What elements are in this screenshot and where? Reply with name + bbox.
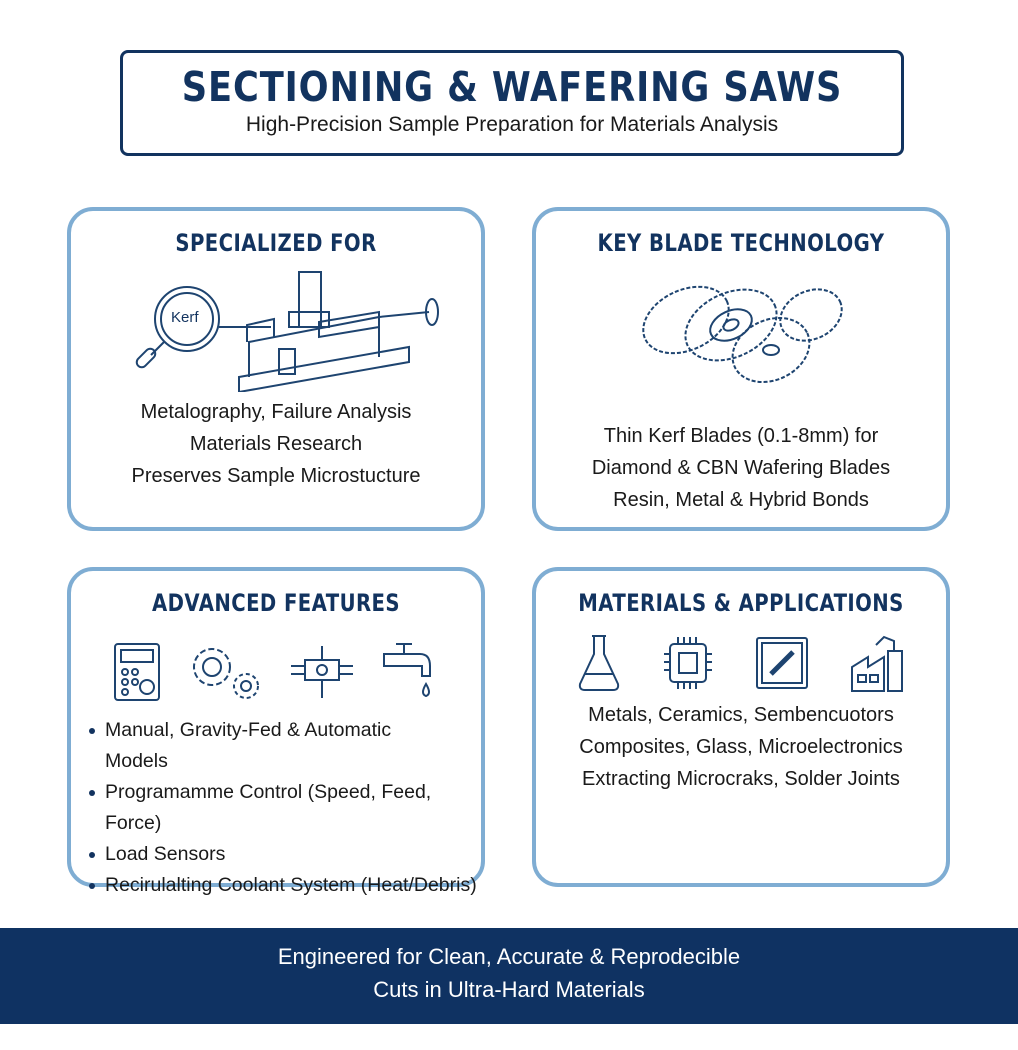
footer-banner: Engineered for Clean, Accurate & Reprode… xyxy=(0,928,1018,1024)
card-title: SPECIALIZED FOR xyxy=(175,229,377,257)
glass-panel-icon xyxy=(755,637,808,689)
advanced-features-card: ADVANCED FEATURES Manual, Gravity-Fed & … xyxy=(67,567,485,896)
flask-icon xyxy=(578,635,619,691)
text-line: Composites, Glass, Microelectronics xyxy=(579,736,903,758)
magnifier-icon xyxy=(135,286,220,369)
card-title: KEY BLADE TECHNOLOGY xyxy=(597,229,885,257)
materials-applications-card: MATERIALS & APPLICATIONS Metals, Ceramic… xyxy=(532,567,950,887)
title-box: SECTIONING & WAFERING SAWS High-Precisio… xyxy=(120,50,904,156)
specialized-for-card: SPECIALIZED FOR Kerf Metalography, Failu… xyxy=(67,207,485,531)
text-line: Thin Kerf Blades (0.1-8mm) for xyxy=(603,425,879,447)
text-line: Diamond & CBN Wafering Blades xyxy=(591,457,891,479)
text-line: Extracting Microcraks, Solder Joints xyxy=(582,768,900,790)
page-subtitle: High-Precision Sample Preparation for Ma… xyxy=(245,113,779,136)
text-line: Metals, Ceramics, Sembencuotors xyxy=(588,704,894,726)
saw-machine-icon xyxy=(219,271,439,392)
gears-icon xyxy=(192,648,259,699)
card-title: MATERIALS & APPLICATIONS xyxy=(578,589,904,617)
coolant-tap-icon xyxy=(382,643,431,698)
card-title: ADVANCED FEATURES xyxy=(152,589,400,617)
key-blade-technology-card: KEY BLADE TECHNOLOGY Thin Kerf Blades (0… xyxy=(532,207,950,531)
text-line: Preserves Sample Microstucture xyxy=(131,465,421,487)
text-line: Metalography, Failure Analysis xyxy=(140,401,412,423)
text-line: Materials Research xyxy=(189,433,363,455)
page-title: SECTIONING & WAFERING SAWS xyxy=(181,63,843,111)
load-sensor-icon xyxy=(290,646,353,698)
footer-line-2: Cuts in Ultra-Hard Materials xyxy=(373,977,645,1002)
feature-bullet: Programamme Control (Speed, Feed, Force) xyxy=(89,777,481,839)
chip-icon xyxy=(663,637,712,689)
magnifier-label: Kerf xyxy=(171,309,199,326)
factory-icon xyxy=(850,635,903,692)
text-line: Resin, Metal & Hybrid Bonds xyxy=(613,489,869,511)
saw-blades-icon xyxy=(642,285,843,384)
feature-bullet: Load Sensors xyxy=(89,839,481,870)
control-panel-icon xyxy=(113,643,160,701)
footer-line-1: Engineered for Clean, Accurate & Reprode… xyxy=(277,944,741,969)
feature-bullet: Manual, Gravity-Fed & Automatic Models xyxy=(89,715,405,777)
feature-bullet: Recirulalting Coolant System (Heat/Debri… xyxy=(89,870,481,901)
